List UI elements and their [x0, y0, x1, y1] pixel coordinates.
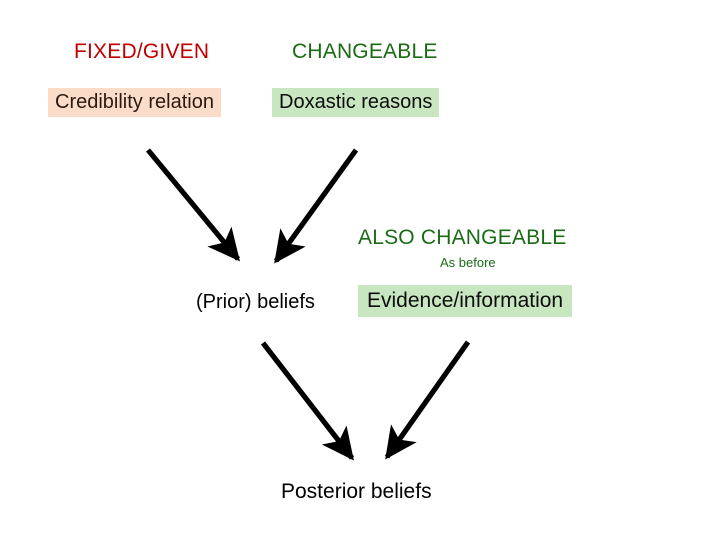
term-credibility-relation: Credibility relation [48, 88, 221, 117]
arrow-doxastic-to-prior-beliefs [273, 148, 359, 264]
column-header-fixed-given: FIXED/GIVEN [74, 40, 210, 63]
arrow-evidence-to-posterior [384, 340, 471, 460]
term-posterior-beliefs: Posterior beliefs [281, 480, 432, 503]
term-doxastic-reasons: Doxastic reasons [272, 88, 440, 117]
annotation-also-changeable: ALSO CHANGEABLE [358, 226, 567, 249]
term-evidence-information: Evidence/information [358, 285, 573, 317]
arrow-prior-beliefs-to-posterior [260, 341, 355, 461]
arrow-credibility-to-prior-beliefs [145, 148, 241, 262]
column-header-changeable: CHANGEABLE [292, 40, 438, 63]
annotation-as-before: As before [440, 255, 496, 270]
term-prior-beliefs: (Prior) beliefs [196, 291, 315, 313]
